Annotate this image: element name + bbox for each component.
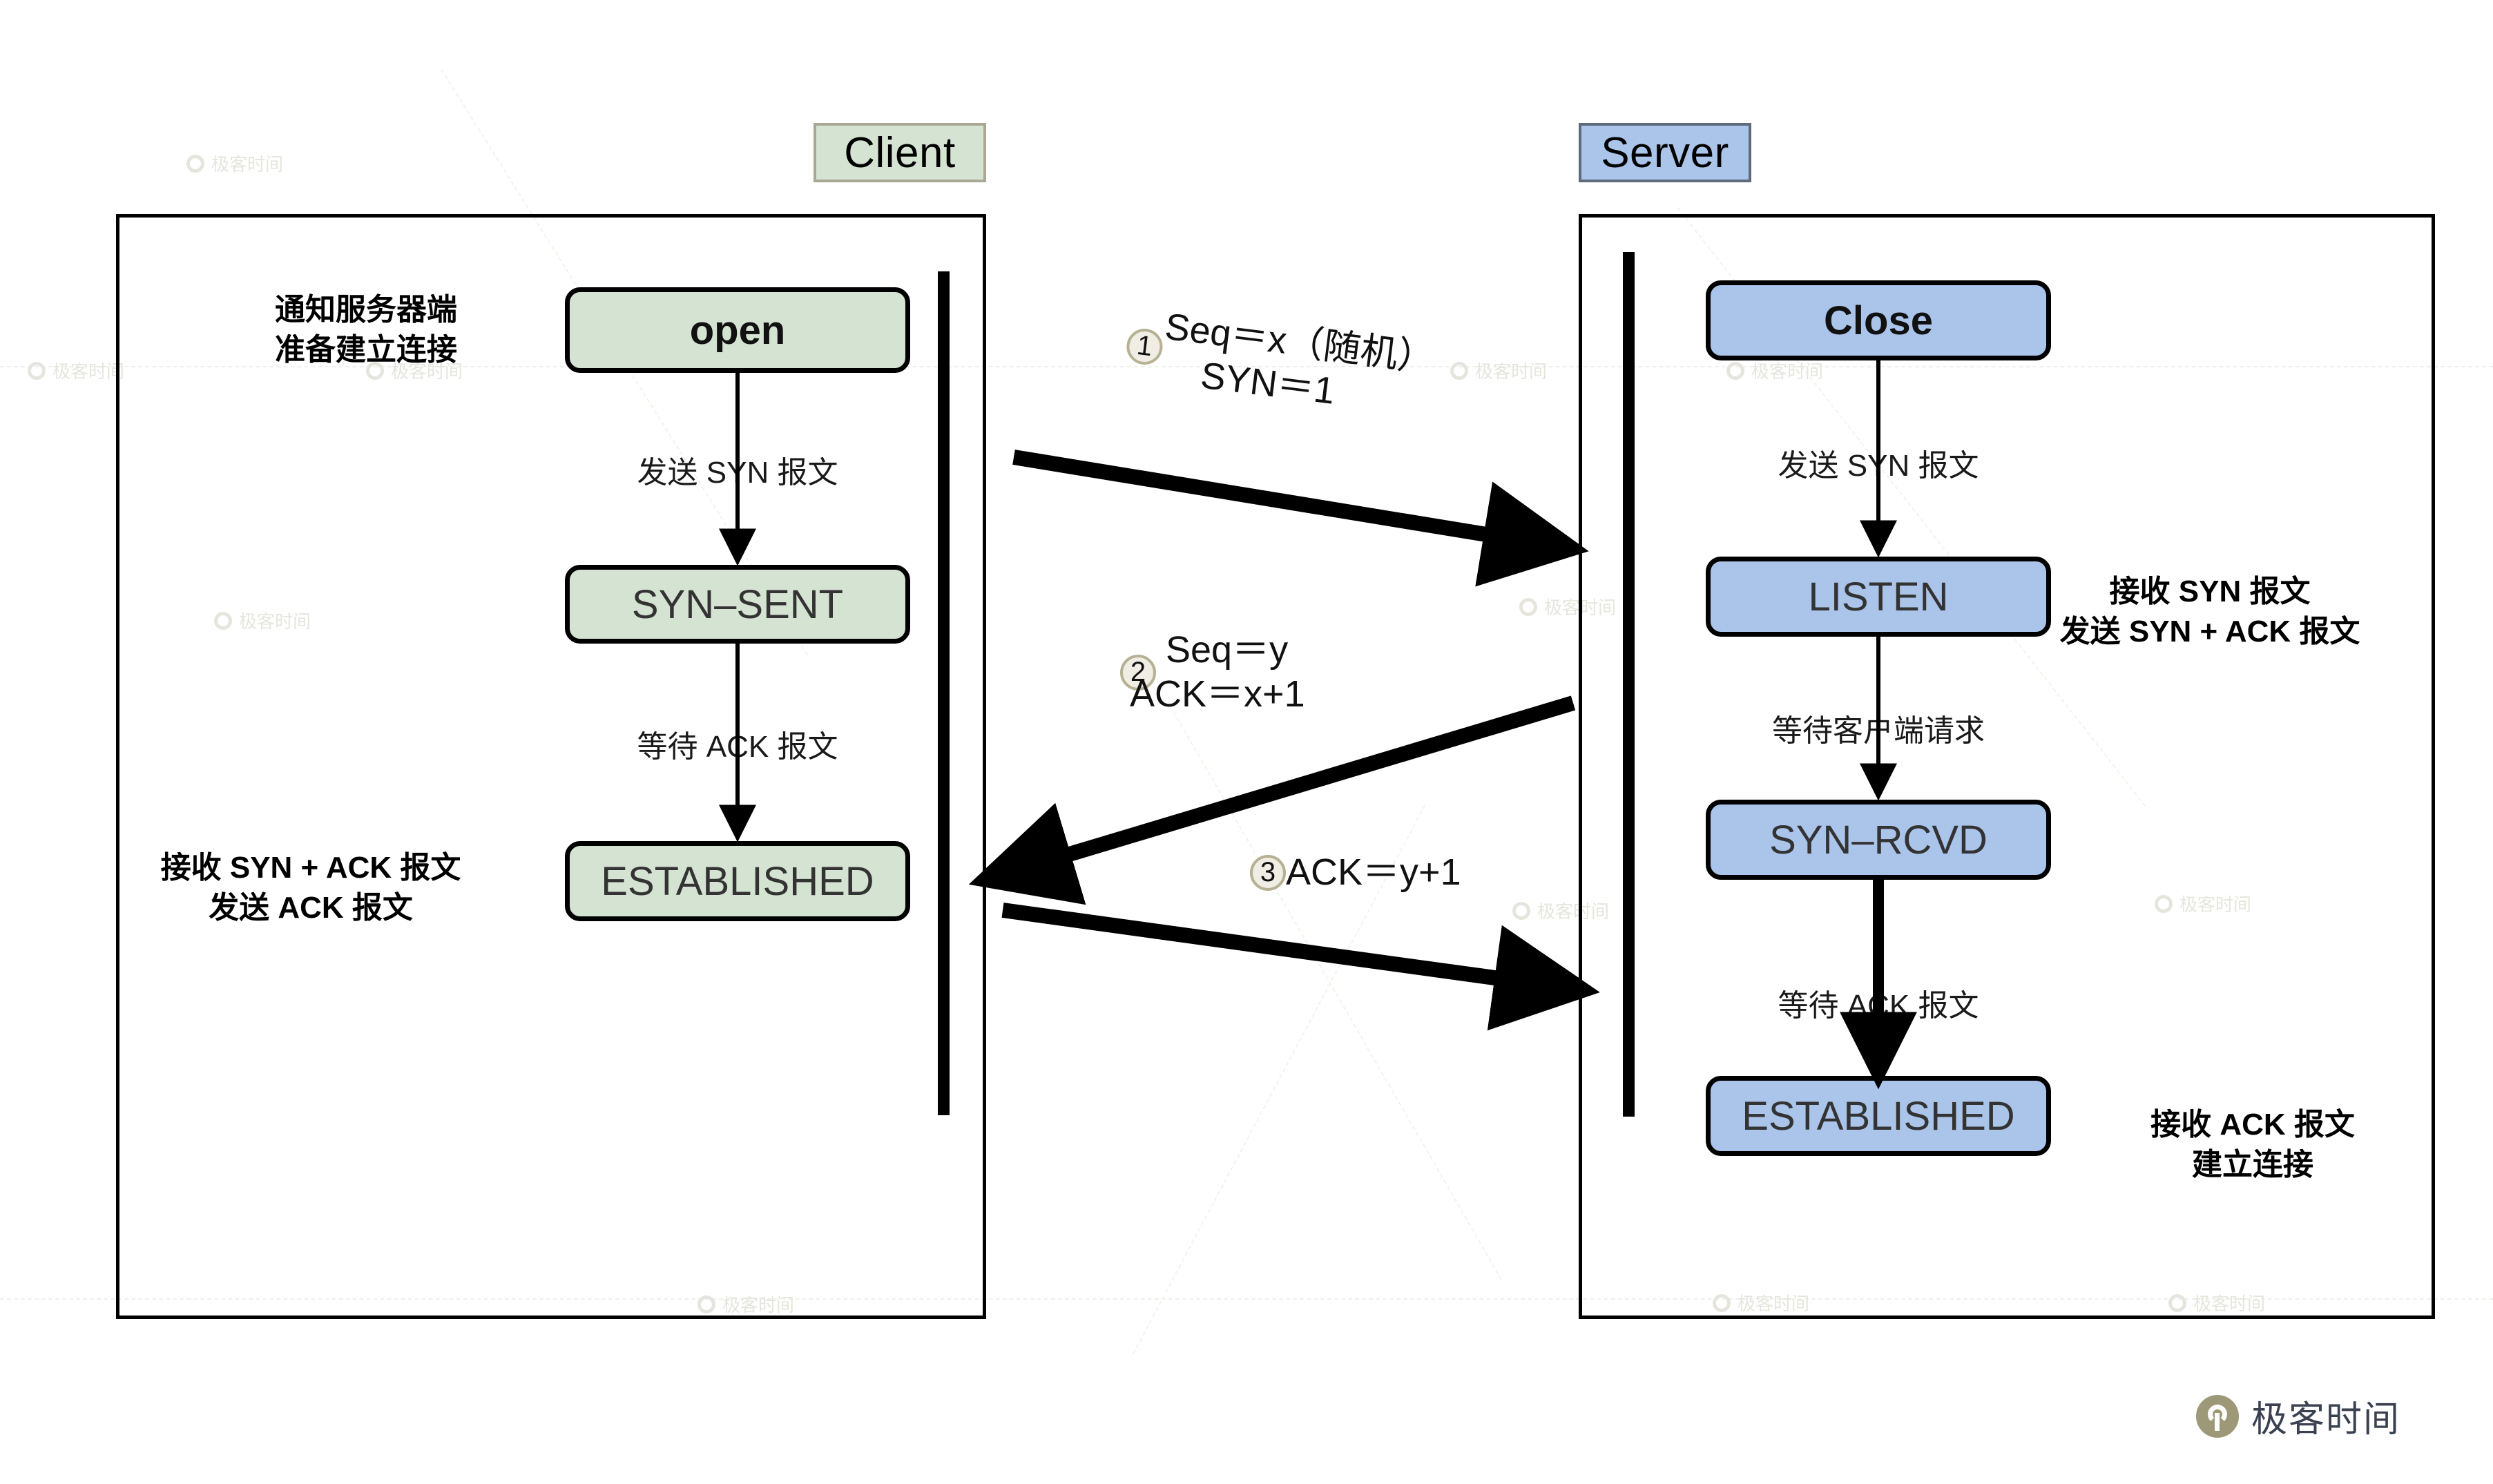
watermark: 极客时间	[1450, 358, 1547, 383]
message-line1-2: Seq＝y	[1166, 629, 1289, 671]
server-note-established: 接收 ACK 报文 建立连接	[2150, 1105, 2355, 1185]
state-server-close: Close	[1706, 280, 2051, 360]
state-client-established-label: ESTABLISHED	[601, 858, 874, 904]
state-server-established: ESTABLISHED	[1706, 1076, 2051, 1156]
message-badge-3: 3	[1250, 854, 1286, 891]
watermark-guide-diagonal	[1173, 711, 1502, 1280]
brand-logo: 极客时间	[2196, 1390, 2400, 1442]
watermark-dot-icon	[28, 361, 46, 380]
geektime-logo-icon	[2196, 1394, 2239, 1438]
server-transition-label-2: 等待客户端请求	[1772, 714, 1985, 748]
message-arrow-3-ack	[1001, 903, 1600, 1031]
client-note-open: 通知服务器端 准备建立连接	[275, 290, 457, 370]
watermark: 极客时间	[186, 151, 283, 176]
state-client-syn-sent: SYN–SENT	[565, 565, 910, 644]
watermark-dot-icon	[186, 154, 204, 173]
state-client-open-label: open	[689, 307, 786, 353]
message-badge-2: 2	[1120, 654, 1156, 691]
client-note-established-line2: 发送 ACK 报文	[209, 891, 413, 925]
message-text-1: Seq＝x（随机）SYN＝1	[1157, 305, 1438, 425]
lifeline-client	[938, 271, 950, 1115]
server-note-established-line1: 接收 ACK 报文	[2150, 1108, 2355, 1141]
server-transition-label-3: 等待 ACK 报文	[1778, 989, 1979, 1023]
watermark-dot-icon	[1512, 901, 1530, 920]
state-client-syn-sent-label: SYN–SENT	[631, 581, 844, 627]
message-arrow-2-syn-ack	[968, 695, 1576, 905]
role-label-client: Client	[844, 128, 956, 177]
role-tag-client: Client	[814, 123, 986, 182]
message-line2-2: ACK＝x+1	[1130, 673, 1305, 715]
state-server-established-label: ESTABLISHED	[1742, 1093, 2015, 1139]
client-transition-label-2: 等待 ACK 报文	[637, 730, 838, 764]
server-note-established-line2: 建立连接	[2192, 1148, 2313, 1182]
role-label-server: Server	[1601, 128, 1729, 177]
client-note-established-line1: 接收 SYN + ACK 报文	[160, 851, 461, 885]
message-line1-3: ACK＝y+1	[1286, 851, 1461, 893]
watermark-dot-icon	[1450, 361, 1468, 380]
panel-client	[116, 214, 986, 1319]
state-server-syn-rcvd: SYN–RCVD	[1706, 800, 2051, 880]
server-note-listen: 接收 SYN 报文 发送 SYN + ACK 报文	[2060, 572, 2360, 652]
message-arrow-1-syn	[1012, 450, 1589, 587]
client-note-open-line1: 通知服务器端	[275, 293, 457, 327]
client-transition-label-1: 发送 SYN 报文	[637, 456, 838, 490]
state-server-syn-rcvd-label: SYN–RCVD	[1769, 817, 1987, 863]
server-transition-label-1: 发送 SYN 报文	[1778, 449, 1979, 483]
role-tag-server: Server	[1579, 123, 1751, 182]
message-badge-1: 1	[1124, 326, 1165, 367]
message-text-3: ACK＝y+1	[1286, 851, 1461, 895]
state-client-established: ESTABLISHED	[565, 841, 910, 921]
server-note-listen-line2: 发送 SYN + ACK 报文	[2059, 615, 2360, 649]
lifeline-server	[1623, 252, 1635, 1117]
state-client-open: open	[565, 287, 910, 373]
watermark: 极客时间	[28, 358, 124, 383]
watermark-dot-icon	[1519, 597, 1537, 616]
panel-server	[1579, 214, 2435, 1319]
server-note-listen-line1: 接收 SYN 报文	[2109, 575, 2311, 608]
state-server-listen-label: LISTEN	[1808, 574, 1949, 619]
state-server-close-label: Close	[1824, 298, 1933, 343]
brand-logo-text: 极客时间	[2251, 1400, 2401, 1440]
client-note-established: 接收 SYN + ACK 报文 发送 ACK 报文	[161, 848, 461, 928]
client-note-open-line2: 准备建立连接	[275, 333, 457, 367]
state-server-listen: LISTEN	[1706, 557, 2051, 637]
